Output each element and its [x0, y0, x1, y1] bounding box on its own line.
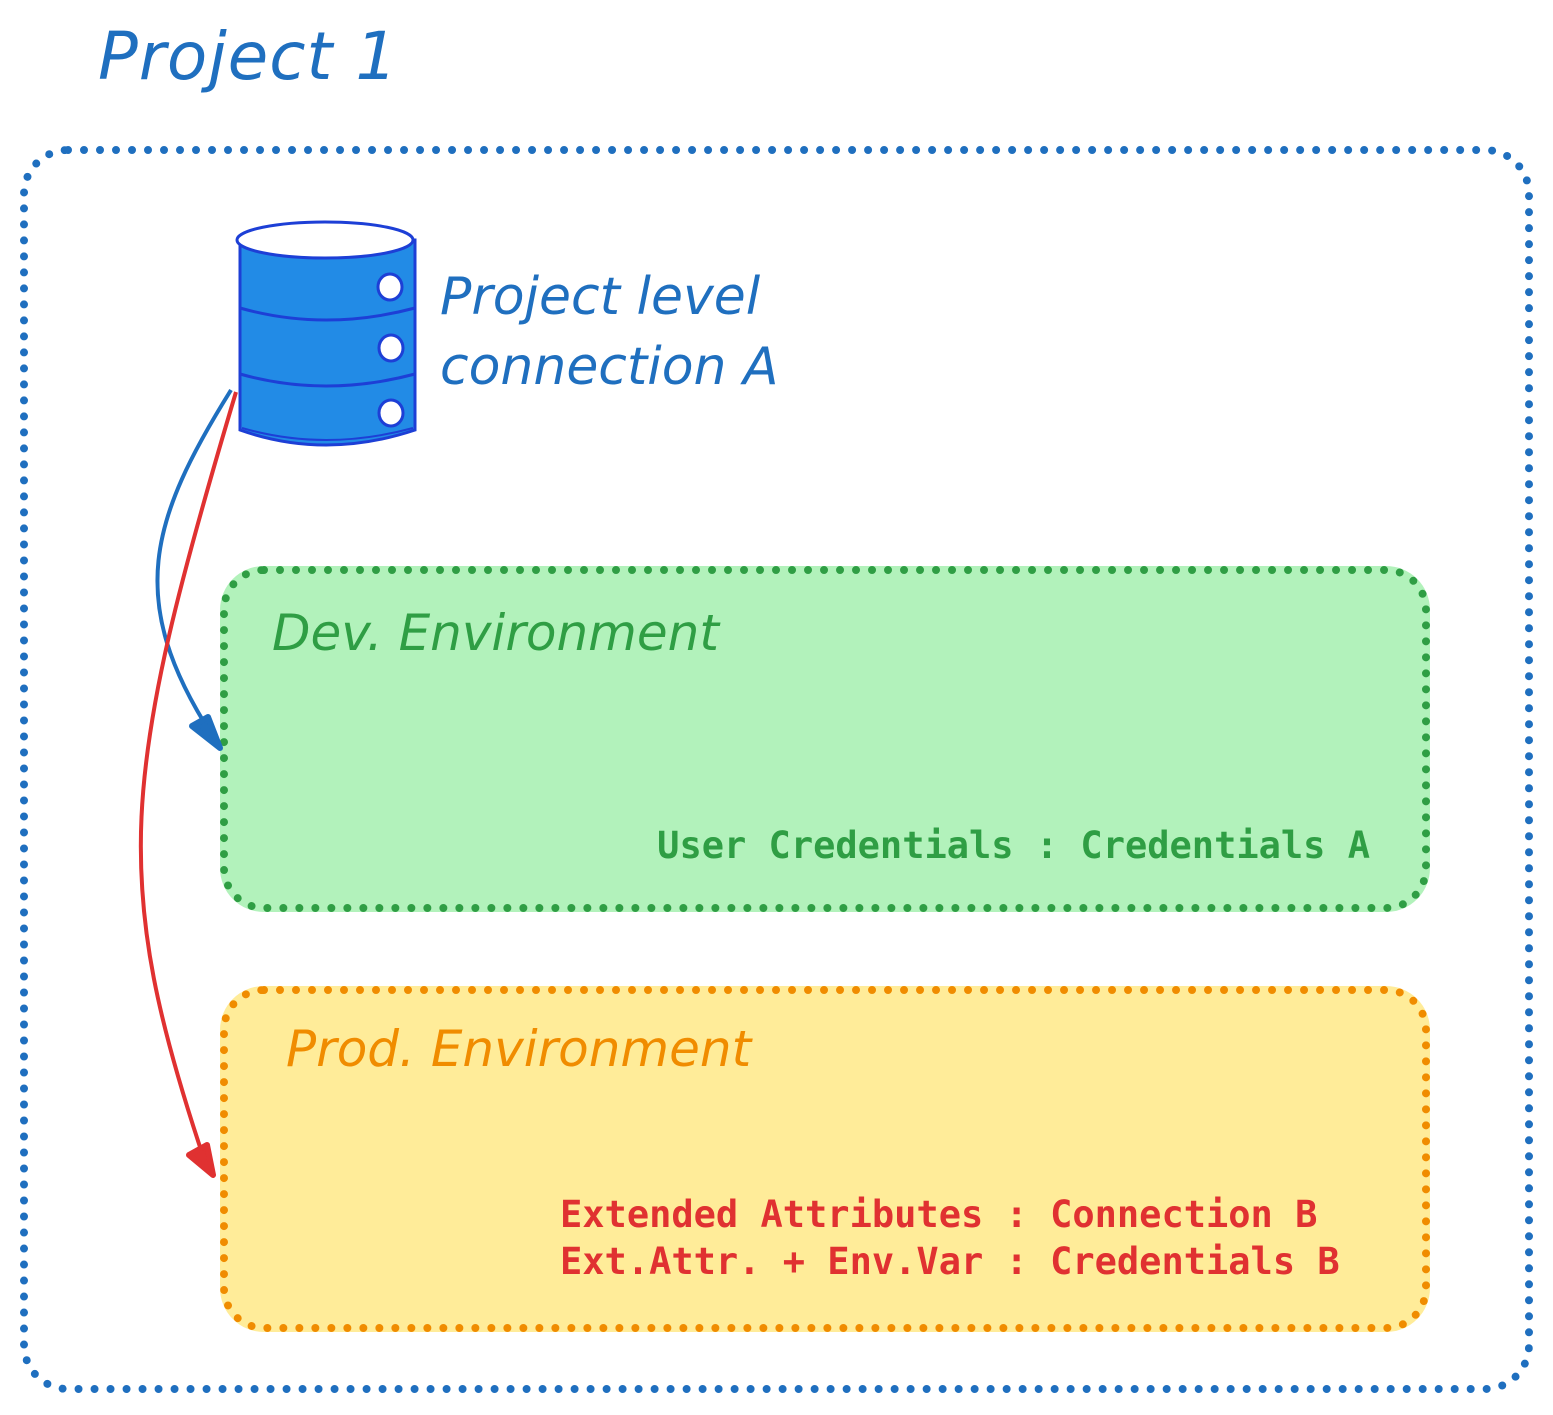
connection-label-line1: Project level — [440, 267, 761, 327]
dev-credentials-text: User Credentials : Credentials A — [657, 824, 1370, 867]
connection-label: Project level connection A — [440, 262, 779, 402]
arrow-to-prod — [138, 391, 238, 1178]
prod-line-credentials: Ext.Attr. + Env.Var : Credentials B — [560, 1240, 1340, 1283]
prod-environment-title: Prod. Environment — [286, 1020, 752, 1078]
connection-label-line2: connection A — [440, 337, 779, 397]
dev-environment-title: Dev. Environment — [272, 604, 719, 662]
arrow-to-dev — [155, 388, 233, 751]
project-container — [20, 146, 1533, 1393]
prod-line-connection: Extended Attributes : Connection B — [560, 1193, 1318, 1236]
dev-environment-box — [220, 566, 1430, 912]
database-icon — [235, 220, 417, 447]
prod-attributes-text: Extended Attributes : Connection B Ext.A… — [560, 1191, 1340, 1285]
project-title: Project 1 — [98, 18, 399, 95]
prod-environment-box — [220, 986, 1430, 1332]
